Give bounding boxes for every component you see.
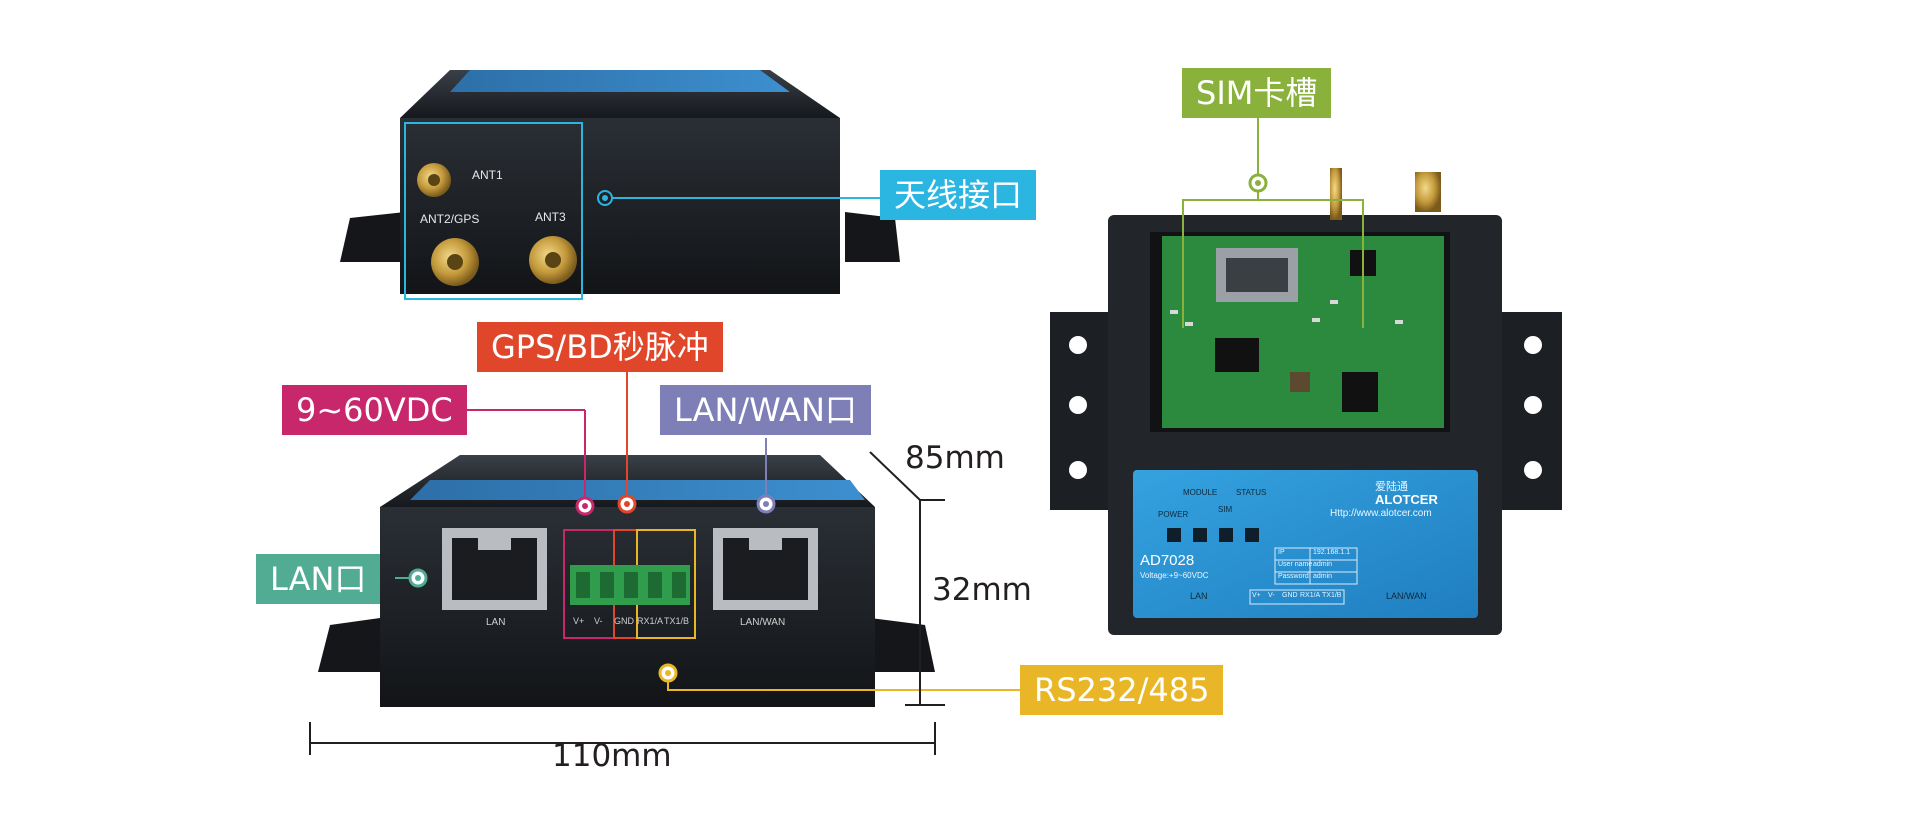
ant2-label: ANT2/GPS [420,212,480,226]
callout-serial: RS232/485 [1020,665,1224,715]
dimension-width: 110mm [552,738,672,774]
callout-lan: LAN口 [256,554,381,604]
brand-logo: ALOTCER [1375,492,1438,507]
panel-term-vplus: V+ [1252,592,1261,599]
lanwan-port [713,528,818,610]
terminal-label-vplus: V+ [573,616,585,626]
led-status-label: STATUS [1236,488,1267,497]
device-front-view [318,372,1020,707]
lan-port [442,528,547,610]
info-user-value: admin [1313,561,1333,568]
panel-term-tx: TX1/B [1322,592,1342,599]
ant3-label: ANT3 [535,210,566,224]
front-lanwan-label: LAN/WAN [740,617,786,628]
panel-term-gnd: GND [1282,592,1298,599]
info-pass-key: Password [1278,573,1309,580]
ant1-connector [417,163,451,197]
front-label-panel [1133,470,1478,618]
mount-bracket-right [845,212,900,262]
dimension-depth: 85mm [905,440,1005,476]
mount-bracket-left [340,212,405,262]
mount-bracket-left [318,618,380,672]
ant1-label: ANT1 [472,168,503,182]
dimension-height: 32mm [932,572,1032,608]
panel-lan-label: LAN [1190,591,1208,601]
panel-lanwan-label: LAN/WAN [1386,591,1427,601]
mount-bracket-right [870,618,935,672]
terminal-label-tx: TX1/B [664,616,690,626]
device-top-view [1050,118,1562,635]
front-lan-label: LAN [486,617,506,628]
device-rear-view [340,70,900,300]
dimension-lines [309,451,945,755]
terminal-label-rx: RX1/A [637,616,664,626]
callout-antenna: 天线接口 [880,170,1037,220]
sim-highlight-bracket [1182,199,1364,328]
info-user-key: User name [1278,561,1313,568]
antenna-highlight-box [404,122,583,300]
brand-url: Http://www.alotcer.com [1330,508,1432,519]
callout-lan-wan: LAN/WAN口 [660,385,871,435]
ant2-connector [431,238,479,286]
ant3-connector [529,236,577,284]
callout-gps-pulse: GPS/BD秒脉冲 [477,322,723,372]
led-power-label: POWER [1158,510,1189,519]
info-ip-key: IP [1278,549,1285,556]
led-module-label: MODULE [1183,488,1218,497]
led-sim-label: SIM [1218,505,1233,514]
brand-cn: 爱陆通 [1375,481,1408,493]
panel-term-rx: RX1/A [1300,592,1321,599]
panel-term-vminus: V- [1268,592,1275,599]
callout-power: 9~60VDC [282,385,467,435]
terminal-label-gnd: GND [614,616,634,626]
callout-sim-slot: SIM卡槽 [1182,68,1332,118]
info-ip-value: 192.168.1.1 [1313,549,1350,556]
voltage-label: Voltage:+9~60VDC [1140,571,1209,580]
terminal-label-vminus: V- [594,616,603,626]
model-label: AD7028 [1140,552,1195,569]
info-pass-value: admin [1313,573,1333,580]
terminal-block [563,529,696,639]
pcb-board [1162,236,1444,428]
